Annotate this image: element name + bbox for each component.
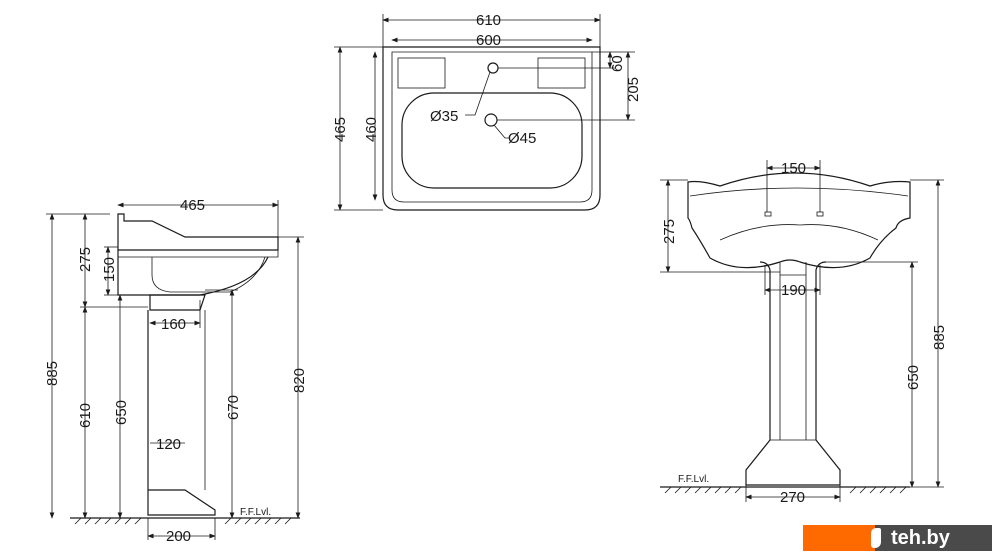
dim-60: 60	[609, 55, 626, 72]
top-view: 610 600 465 460 60 205 Ø35 Ø45	[332, 12, 642, 211]
dim-drain-hole: Ø45	[508, 130, 536, 147]
dim-205: 205	[625, 77, 642, 102]
dim-610: 610	[476, 12, 501, 29]
dim-465: 465	[332, 117, 349, 142]
dim-650-side: 650	[113, 400, 130, 425]
dim-610-side: 610	[77, 403, 94, 428]
dim-885-side: 885	[44, 361, 61, 386]
floor-level-label-side: F.F.Lvl.	[240, 507, 271, 518]
front-view: 150 275 190 650 885 270 F.F.Lvl.	[660, 160, 948, 506]
dim-820-side: 820	[291, 368, 308, 393]
side-view: 465 885 610 275 150 650 670 820 160 120 …	[44, 197, 308, 545]
dim-tap-hole: Ø35	[430, 108, 458, 125]
dim-120-side: 120	[156, 436, 181, 453]
dim-650-front: 650	[905, 365, 922, 390]
dim-275-side: 275	[77, 247, 94, 272]
dim-270-front: 270	[780, 489, 805, 506]
dim-670-side: 670	[225, 395, 242, 420]
drain-hole-icon	[484, 113, 498, 127]
dim-275-front: 275	[661, 219, 678, 244]
dim-200-side: 200	[166, 528, 191, 545]
watermark-logo: teh.by	[803, 525, 992, 551]
dim-460: 460	[363, 117, 380, 142]
dim-190-front: 190	[781, 282, 806, 299]
dim-150-front: 150	[781, 160, 806, 177]
dim-150-side: 150	[101, 257, 118, 282]
floor-level-label-front: F.F.Lvl.	[678, 474, 709, 485]
dim-885-front: 885	[931, 325, 948, 350]
dim-160-side: 160	[161, 316, 186, 333]
dim-465-side: 465	[180, 197, 205, 214]
tap-hole-icon	[487, 62, 499, 74]
logo-text: teh.by	[871, 525, 992, 551]
dim-600: 600	[476, 32, 501, 49]
logo-orange-block	[803, 525, 875, 551]
